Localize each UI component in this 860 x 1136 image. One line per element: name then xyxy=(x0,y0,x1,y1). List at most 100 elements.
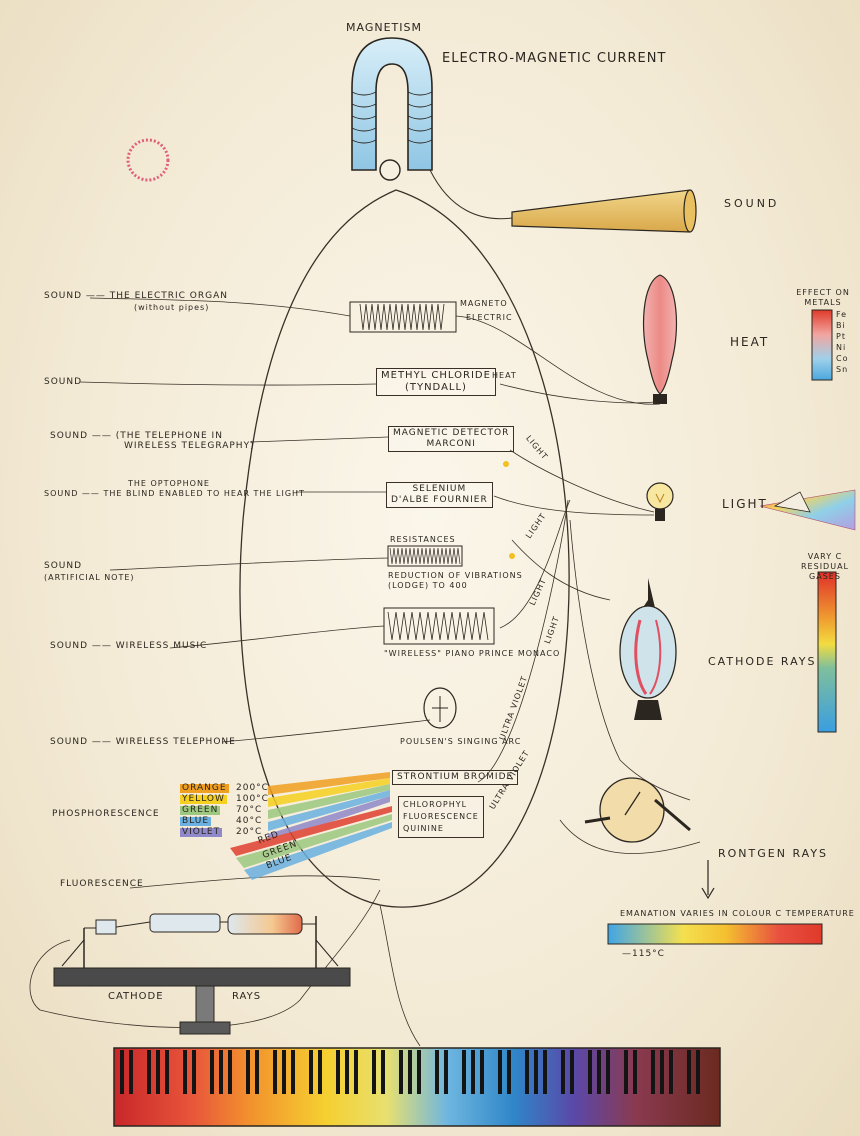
piano-keyboard-icon xyxy=(114,1048,720,1126)
metal-label: Ni xyxy=(836,344,846,352)
selenium-box: Selenium D'Albe Fournier xyxy=(386,482,493,508)
tyndall-label: (Tyndall) xyxy=(381,383,491,393)
piano-black-key xyxy=(471,1050,475,1094)
artificial-note-label: (Artificial Note) xyxy=(44,574,135,582)
piano-black-key xyxy=(372,1050,376,1094)
piano-black-key xyxy=(129,1050,133,1094)
piano-black-key xyxy=(282,1050,286,1094)
piano-black-key xyxy=(408,1050,412,1094)
cathode-apparatus-icon xyxy=(54,914,350,1034)
piano-black-key xyxy=(606,1050,610,1094)
piano-black-key xyxy=(507,1050,511,1094)
reduction-label: Reduction of Vibrations xyxy=(388,572,523,580)
phosphor-color-label: Green xyxy=(180,806,220,815)
sound-label-right: Sound xyxy=(724,198,779,209)
piano-black-key xyxy=(480,1050,484,1094)
phosphor-temp-label: 70°C xyxy=(236,806,262,815)
telephone-label-a: Sound —— (The Telephone in xyxy=(50,432,223,441)
sound-horn-icon xyxy=(430,170,696,232)
piano-black-key xyxy=(435,1050,439,1094)
magneto-label: Magneto xyxy=(460,300,508,308)
piano-black-key xyxy=(525,1050,529,1094)
sun-icon xyxy=(128,140,168,180)
magneto-coil-icon xyxy=(350,302,456,332)
piano-black-key xyxy=(354,1050,358,1094)
fluorescence-center-label: Fluorescence xyxy=(403,811,479,823)
piano-black-key xyxy=(336,1050,340,1094)
chlorophyl-box: Chlorophyl Fluorescence Quinine xyxy=(398,796,484,838)
light-label: Light xyxy=(722,498,768,510)
phosphor-temp-label: 40°C xyxy=(236,817,262,826)
metals-color-bar xyxy=(812,310,832,380)
electric-organ-label: Sound —— The Electric Organ xyxy=(44,292,228,301)
piano-black-key xyxy=(345,1050,349,1094)
piano-black-key xyxy=(561,1050,565,1094)
marconi-label: Marconi xyxy=(393,440,509,449)
piano-black-key xyxy=(633,1050,637,1094)
resistances-label: Resistances xyxy=(390,536,456,544)
piano-black-key xyxy=(687,1050,691,1094)
phosphor-color-label: Blue xyxy=(180,817,211,826)
fluorescence-label-left: Fluorescence xyxy=(60,880,144,889)
gases-color-bar xyxy=(818,572,836,732)
resistance-coil-icon xyxy=(388,546,462,566)
cathode-rays-label: Cathode Rays xyxy=(708,656,817,667)
phosphorescence-label: Phosphorescence xyxy=(52,810,160,819)
piano-black-key xyxy=(273,1050,277,1094)
magnetism-title: MAGNETISM xyxy=(346,22,422,33)
lodge-label: (Lodge) to 400 xyxy=(388,582,468,590)
piano-black-key xyxy=(255,1050,259,1094)
piano-black-key xyxy=(651,1050,655,1094)
piano-black-key xyxy=(291,1050,295,1094)
without-pipes-label: (without pipes) xyxy=(134,304,209,312)
piano-black-key xyxy=(588,1050,592,1094)
phosphor-color-label: Orange xyxy=(180,784,229,793)
phosphor-color-label: Yellow xyxy=(180,795,227,804)
piano-black-key xyxy=(183,1050,187,1094)
piano-black-key xyxy=(210,1050,214,1094)
piano-black-key xyxy=(246,1050,250,1094)
phosphor-temp-label: 200°C xyxy=(236,784,269,793)
piano-black-key xyxy=(462,1050,466,1094)
phosphor-color-label: Violet xyxy=(180,828,222,837)
metal-label: Fe xyxy=(836,311,847,319)
piano-black-key xyxy=(498,1050,502,1094)
piano-black-key xyxy=(318,1050,322,1094)
piano-black-key xyxy=(120,1050,124,1094)
quinine-label: Quinine xyxy=(403,823,479,835)
heat-inner-label: Heat xyxy=(492,372,517,380)
strontium-bromide-box: Strontium Bromide xyxy=(392,770,518,785)
piano-black-key xyxy=(543,1050,547,1094)
sound-label: Sound xyxy=(44,378,82,387)
wireless-telephone-label: Sound —— Wireless Telephone xyxy=(50,738,236,747)
optophone-desc: Sound —— The blind enabled to hear the l… xyxy=(44,490,305,498)
metal-label: Sn xyxy=(836,366,848,374)
piano-black-key xyxy=(399,1050,403,1094)
piano-black-key xyxy=(534,1050,538,1094)
piano-coil-icon xyxy=(384,608,494,644)
piano-black-key xyxy=(147,1050,151,1094)
fournier-label: D'Albe Fournier xyxy=(391,496,488,505)
magnetic-detector-label: Magnetic Detector xyxy=(393,429,509,438)
sound-label-artificial: Sound xyxy=(44,562,82,571)
emanation-color-bar xyxy=(608,924,822,944)
prism-spectrum-icon xyxy=(760,490,855,530)
piano-black-key xyxy=(381,1050,385,1094)
telephone-label-b: Wireless Telegraphy) xyxy=(124,442,255,451)
spark-icon xyxy=(509,553,515,559)
piano-black-key xyxy=(156,1050,160,1094)
piano-black-key xyxy=(696,1050,700,1094)
electro-magnetic-title: Electro-Magnetic Current xyxy=(442,52,666,65)
gases-label: Vary c Residual Gases xyxy=(792,552,858,582)
horseshoe-magnet-icon xyxy=(352,38,432,180)
wireless-music-label: Sound —— Wireless Music xyxy=(50,642,207,651)
chlorophyl-label: Chlorophyl xyxy=(403,799,479,811)
connection-wires xyxy=(30,298,700,1046)
metal-label: Bi xyxy=(836,322,846,330)
wireless-piano-label: "Wireless" Piano Prince Monaco xyxy=(384,650,560,658)
piano-black-key xyxy=(192,1050,196,1094)
heat-lamp-icon xyxy=(644,275,677,404)
metal-label: Pt xyxy=(836,333,846,341)
singing-arc-icon xyxy=(424,688,456,728)
piano-black-key xyxy=(624,1050,628,1094)
